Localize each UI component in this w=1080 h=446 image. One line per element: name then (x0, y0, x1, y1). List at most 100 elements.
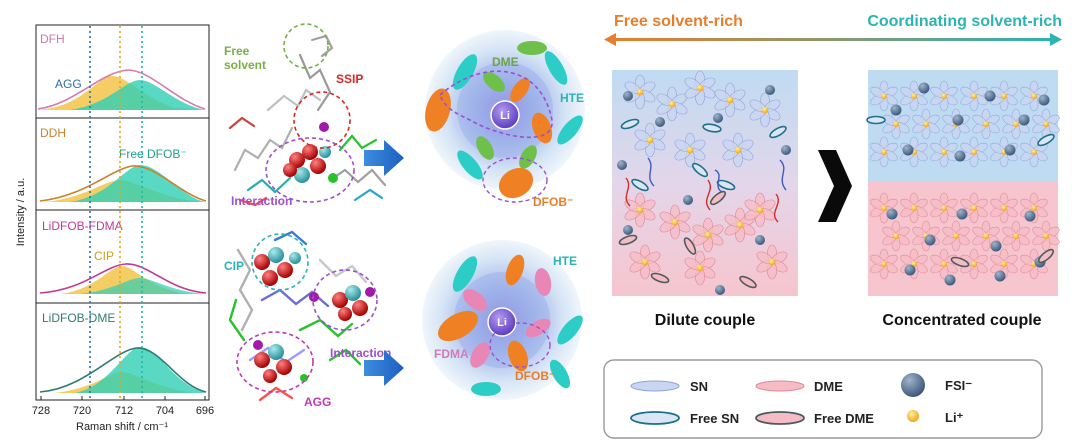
sn-solvation-cluster (928, 136, 960, 168)
free-sn-molecule (716, 179, 736, 191)
sn-solvation-cluster (712, 82, 748, 118)
x-tick-728: 728 (32, 405, 50, 417)
legend-sn-icon (630, 380, 680, 392)
fsi-anion (1038, 94, 1050, 106)
label-interaction-top: Interaction (231, 194, 292, 208)
dfh-envelope (37, 69, 206, 110)
fsi-anion (683, 195, 693, 205)
x-tick-696: 696 (196, 405, 214, 417)
dme-solvation-cluster (928, 248, 960, 280)
dme-solvation-cluster (940, 220, 972, 252)
solvent-regime-arrow: Free solvent-rich Coordinating solvent-r… (604, 13, 1062, 46)
dme-solvation-cluster (754, 244, 790, 280)
fsi-anion (755, 235, 765, 245)
legend-free-sn-label: Free SN (690, 411, 739, 426)
migration-arrow (779, 159, 787, 191)
annotation-cip: CIP (94, 249, 114, 263)
dme-envelope (39, 347, 207, 393)
fsi-anion (623, 91, 633, 101)
ddh-free-peak (70, 165, 205, 202)
ssip-circle (293, 91, 351, 149)
migration-arrow (625, 177, 631, 207)
dme-solvation-cluster (958, 248, 990, 280)
fsi-anion (956, 208, 968, 220)
sn-solvation-cluster (880, 108, 912, 140)
y-axis-label: Intensity / a.u. (15, 178, 27, 246)
sn-solvation-cluster (1000, 108, 1032, 140)
label-cip: CIP (224, 259, 244, 273)
md-snapshot-bottom: CIP Interaction AGG (224, 230, 391, 409)
dme-solvation-cluster (898, 192, 930, 224)
sn-solvation-cluster (988, 80, 1020, 112)
free-sn-molecule (866, 115, 886, 125)
sn-solvation-cluster (720, 132, 756, 168)
label-dfob-bottom: DFOB⁻ (515, 369, 555, 383)
legend-dme-icon (755, 380, 805, 392)
raman-figure: DFH AGG DDH Free DFOB⁻ LiDFOB-FDMA CIP L… (15, 24, 214, 433)
label-interaction-bottom: Interaction (330, 346, 391, 360)
interaction-ellipse-bottom (312, 269, 378, 331)
fsi-anion (904, 264, 916, 276)
sn-solvation-cluster (1018, 80, 1050, 112)
fsi-anion (924, 234, 936, 246)
sn-solvation-cluster (682, 70, 718, 106)
sn-solvation-cluster (868, 80, 900, 112)
arrow-md-to-solvation-bottom (364, 350, 404, 386)
fsi-anion (944, 274, 956, 286)
dme-solvation-cluster (742, 192, 778, 228)
label-dilute-couple: Dilute couple (655, 312, 756, 329)
migration-arrow (647, 157, 655, 187)
dme-free-peak (75, 347, 206, 393)
sn-solvation-cluster (958, 80, 990, 112)
free-sn-molecule (631, 178, 649, 192)
fsi-anion (984, 90, 996, 102)
label-coordinating-solvent-rich: Coordinating solvent-rich (867, 13, 1062, 30)
legend-li-label: Li⁺ (945, 410, 964, 425)
legend-fsi-icon (901, 373, 925, 397)
legend: SN DME FSI⁻ Free SN Free DME Li⁺ (603, 359, 1043, 439)
free-dme-molecule (1037, 248, 1055, 264)
free-sn-molecule (620, 118, 640, 130)
sn-solvation-cluster (910, 108, 942, 140)
solvation-structure-top: Li DME HTE DFOB⁻ (425, 30, 585, 209)
sn-solvation-cluster (654, 86, 690, 122)
dme-solvation-cluster (657, 204, 693, 240)
label-concentrated-couple: Concentrated couple (882, 312, 1041, 329)
sn-solvation-cluster (898, 80, 930, 112)
label-hte-bottom: HTE (553, 254, 577, 268)
fsi-anion (623, 225, 633, 235)
dme-solvation-cluster (868, 192, 900, 224)
label-free-solvent-rich: Free solvent-rich (614, 13, 743, 30)
fsi-anion (886, 208, 898, 220)
raman-panel-dfh: DFH AGG (37, 32, 206, 110)
dfh-free-peak (70, 80, 205, 110)
sn-solvation-cluster (958, 136, 990, 168)
dme-solvation-cluster (928, 192, 960, 224)
label-agg: AGG (304, 395, 331, 409)
sn-solvation-cluster (1018, 136, 1050, 168)
dme-solvation-cluster (868, 248, 900, 280)
legend-dme-label: DME (814, 379, 843, 394)
legend-li-icon (907, 410, 919, 422)
sn-solvation-cluster (1030, 108, 1062, 140)
fsi-anion (617, 160, 627, 170)
sn-solvation-cluster (928, 80, 960, 112)
legend-free-sn-icon (630, 411, 680, 425)
raman-panel-ddh: DDH Free DFOB⁻ (39, 126, 207, 202)
dme-solvation-cluster (988, 192, 1020, 224)
x-tick-712: 712 (115, 405, 133, 417)
label-dme-top: DME (492, 55, 519, 69)
fsi-anion (994, 270, 1006, 282)
sn-solvation-cluster (747, 92, 783, 128)
free-dme-molecule (650, 272, 670, 284)
fsi-anion (1018, 114, 1030, 126)
fsi-anion (713, 113, 723, 123)
free-sn-molecule (1037, 133, 1055, 147)
fsi-anion (655, 117, 665, 127)
free-sn-molecule (702, 123, 722, 133)
label-dfob-top: DFOB⁻ (533, 195, 573, 209)
free-dme-molecule (739, 275, 757, 289)
annotation-free-dfob: Free DFOB⁻ (119, 147, 187, 161)
cip-circle (251, 233, 309, 291)
